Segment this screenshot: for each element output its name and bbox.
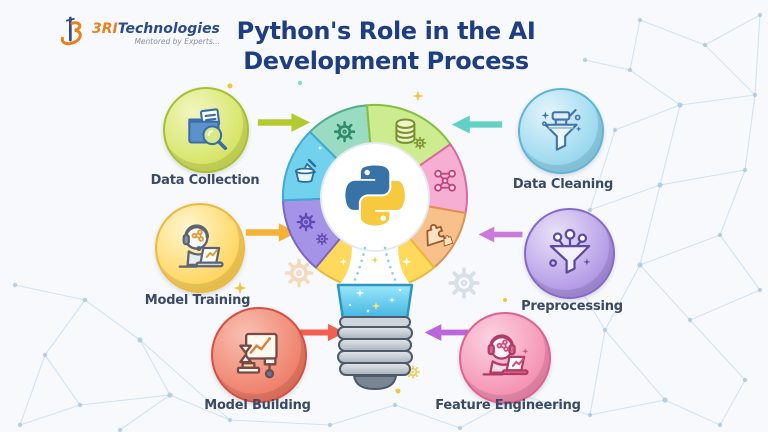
arrow-model-building-to-bulb [296,323,346,342]
brand-name: 3RITechnologies [92,22,220,36]
flowchart-chart-icon [236,332,278,379]
3ri-logo-mark-icon [60,16,82,46]
neck-sparkles [349,288,402,313]
arrow-feature-engineering-to-bulb [424,324,472,341]
brand-logo: 3RITechnologies Mentored by Experts... [58,14,220,52]
funnel-nodes-icon [548,228,590,274]
title-line-2: Development Process [243,47,529,75]
preprocessing-label: Preprocessing [521,299,623,314]
bulb-glass [338,245,412,286]
puzzle-icon [426,223,454,247]
feature-engineering-label: Feature Engineering [435,398,581,413]
arrow-preprocessing-to-bulb [478,226,523,243]
page-title: Python's Role in the AI Development Proc… [190,16,582,76]
python-lightbulb-graphic [281,103,468,391]
model-training-circle [155,203,245,293]
brand-suffix: Technologies [117,21,220,37]
brand-prefix: 3RI [92,21,118,37]
folder-search-icon [188,108,228,151]
model-training-label: Model Training [144,293,251,308]
model-building-label: Model Building [204,398,311,413]
robot-head-laptop-icon [482,334,529,376]
arrow-data-collection-to-bulb [257,113,311,132]
arrow-data-cleaning-to-bulb [451,115,503,134]
cleaning-bucket-brush-icon [295,158,317,183]
data-collection-label: Data Collection [150,173,260,188]
data-cleaning-label: Data Cleaning [512,177,614,192]
data-collection-circle [163,87,249,173]
python-logo-icon [345,165,405,226]
data-cleaning-circle [518,88,604,174]
arrow-model-training-to-bulb [245,223,298,242]
bulb-screw-base [337,316,413,391]
title-line-1: Python's Role in the AI [236,17,536,45]
database-icon [395,118,416,144]
light-ray-dots [352,246,398,284]
network-nodes-icon [434,169,457,192]
funnel-sparkle-icon [541,109,582,151]
robot-laptop-icon [178,224,224,268]
model-building-circle [211,307,307,403]
feature-engineering-circle [459,312,551,404]
preprocessing-circle [524,208,615,299]
brand-tagline: Mentored by Experts... [134,37,220,46]
